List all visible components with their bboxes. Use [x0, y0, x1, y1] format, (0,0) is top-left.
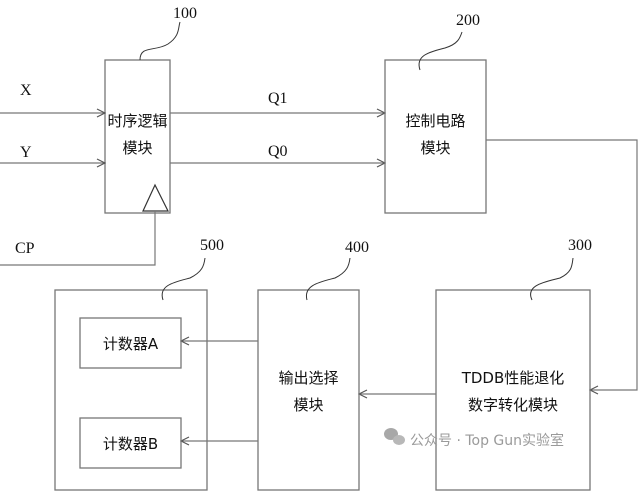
signal-y-label: Y: [20, 144, 32, 161]
leader-line-100: [139, 21, 181, 61]
ref-label-200: 200: [456, 12, 480, 29]
signal-cp-label: CP: [15, 240, 35, 257]
module-200-line2: 模块: [420, 139, 450, 157]
control-to-tddb-arrow: [486, 139, 638, 390]
signal-q0-label: Q0: [268, 143, 288, 160]
leader-line-400: [305, 257, 351, 301]
module-400-line1: 输出选择: [278, 369, 338, 387]
ref-label-500: 500: [200, 237, 224, 254]
clock-line: [0, 211, 156, 266]
ref-label-300: 300: [568, 237, 592, 254]
clock-triangle-icon: [142, 183, 169, 212]
module-300-line1: TDDB性能退化: [461, 369, 565, 387]
leader-line-500: [161, 257, 206, 301]
counter-a-label: 计数器A: [103, 335, 159, 353]
leader-line-200: [418, 31, 463, 71]
counter-a-box: [79, 317, 182, 369]
output-select-module-box: [257, 289, 360, 491]
ref-label-100: 100: [173, 5, 197, 22]
counter-b-label: 计数器B: [103, 435, 158, 453]
ref-label-400: 400: [345, 239, 369, 256]
module-100-line2: 模块: [122, 139, 152, 157]
control-circuit-module-box: [384, 59, 487, 214]
leader-line-300: [530, 257, 574, 301]
module-100-line1: 时序逻辑: [107, 112, 167, 130]
counter-module-box: [54, 289, 208, 491]
signal-q1-label: Q1: [268, 90, 288, 107]
tddb-conversion-module-box: [435, 289, 591, 491]
signal-x-label: X: [20, 82, 32, 99]
module-300-line2: 数字转化模块: [468, 396, 558, 414]
watermark-text: 公众号 · Top Gun实验室: [410, 432, 564, 449]
module-200-line1: 控制电路: [405, 112, 465, 130]
module-400-line2: 模块: [293, 396, 323, 414]
wechat-icon: [384, 428, 405, 445]
counter-b-box: [79, 417, 182, 469]
sequential-logic-module-box: [104, 59, 171, 214]
